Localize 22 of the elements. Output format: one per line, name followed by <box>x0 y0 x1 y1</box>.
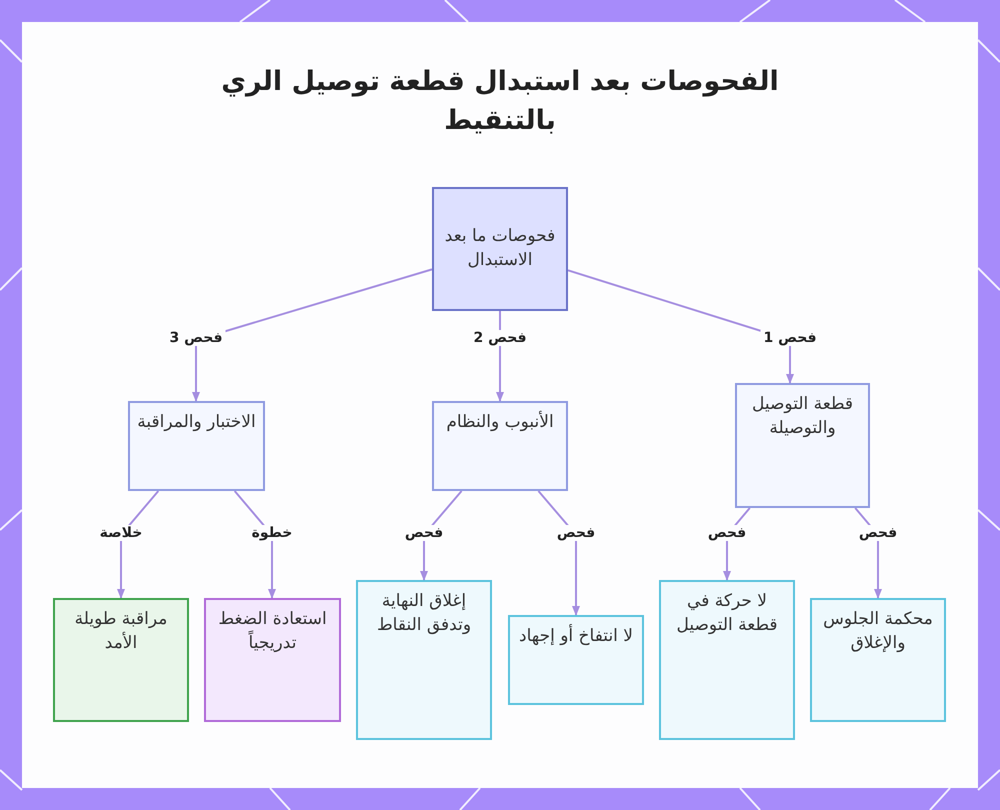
node-text: لا حركة في قطعة التوصيل <box>675 590 779 637</box>
process-box <box>356 580 492 740</box>
process-box <box>810 598 946 722</box>
node-text: الاختبار والمراقبة <box>137 411 256 434</box>
process-box <box>432 187 568 311</box>
process-box <box>53 598 189 722</box>
node-text: محكمة الجلوس والإغلاق <box>822 608 934 655</box>
node-text: مراقبة طويلة الأمد <box>74 608 168 655</box>
diagram-title: الفحوصات بعد استبدال قطعة توصيل الري بالتنقيط <box>220 65 780 138</box>
process-box <box>204 598 341 722</box>
node-text: الأنبوب والنظام <box>446 411 554 434</box>
connector-arrow <box>192 268 432 402</box>
node-text: فحوصات ما بعد الاستبدال <box>444 225 556 272</box>
process-box <box>659 580 795 740</box>
node-text: قطعة التوصيل والتوصيلة <box>750 393 854 440</box>
node-text: إغلاق النهاية وتدفق النقاط <box>376 590 472 637</box>
process-box <box>432 401 568 491</box>
node-text: لا انتفاخ أو إجهاد <box>519 625 633 648</box>
process-box <box>735 383 870 508</box>
process-box <box>128 401 265 491</box>
process-box <box>508 615 644 705</box>
node-text: استعادة الضغط تدريجياً <box>217 608 328 655</box>
